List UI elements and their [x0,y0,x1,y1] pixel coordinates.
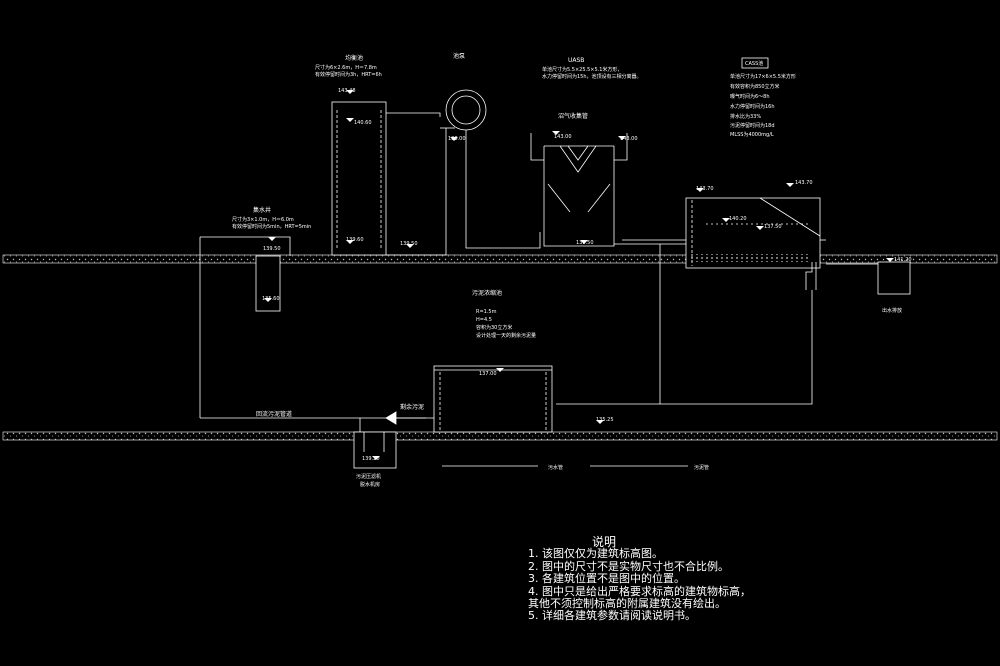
dewater-room [353,431,397,469]
elev-12: 140.20 [729,216,747,222]
label-cass: CASS池 [745,60,763,67]
equalization-tank [331,101,387,256]
elev-15: 138.00 [448,136,466,142]
elev-2: 140.60 [354,120,372,126]
label-st-r: R=1.5m [476,309,497,315]
elev-10: 143.70 [696,186,714,192]
sludge-return-arrow [385,411,397,425]
label-dewater-2: 脱水机房 [360,481,380,488]
label-cass-6: 污泥停留时间为18d [730,122,775,129]
note-1: 1. 该图仅仅为建筑标高图。 [528,547,663,561]
cass-label-box [741,57,769,69]
collection-well-top [200,236,291,256]
ground-upper [2,254,998,264]
label-outflow: 出水排放 [882,307,902,314]
label-cass-4: 水力停留时间为16h [730,103,775,110]
elev-5: 135.60 [262,296,280,302]
label-st-3: 容积为30立方米 [476,324,512,331]
elev-17: 139.20 [362,456,380,462]
label-cass-2: 有效容积为850立方米 [730,83,780,90]
elev-1: 143.48 [338,88,356,94]
ground-lower [2,431,998,441]
label-cw-hrt: 有效停留时间为5min，HRT=5min [232,223,311,230]
outflow-well [877,261,911,295]
label-gas-pipe: 沼气收集管 [558,112,588,120]
elev-8: 143.00 [620,136,638,142]
note-5: 其他不须控制标高的附属建筑没有绘出。 [528,597,726,611]
label-collection-well: 集水井 [253,206,271,214]
label-cass-7: MLSS为4000mg/L [730,131,774,138]
label-sludge-return: 回流污泥管道 [256,410,292,418]
note-3: 3. 各建筑位置不是图中的位置。 [528,572,685,586]
label-st-4: 设计处理一天的剩余污泥量 [476,332,536,339]
elev-14: 135.25 [596,417,614,423]
label-uasb-1: 单池尺寸为5.5×25.5×5.1米方形， [542,66,622,73]
elev-9: 139.50 [576,240,594,246]
note-2: 2. 图中的尺寸不是实物尺寸也不合比例。 [528,559,729,573]
legend-sewage: 污水管 [548,464,563,471]
label-cw-size: 尺寸为3×1.0m，H＝6.0m [232,216,294,223]
label-cass-5: 排水比为33% [730,113,761,120]
label-pump: 池泵 [453,52,465,60]
label-sludge-out: 剩余污泥 [400,403,424,411]
collection-well [255,255,281,312]
elev-4: 139.50 [400,241,418,247]
label-eq-size: 尺寸为6×2.6m，H＝7.8m [315,64,377,71]
elev-7: 143.00 [554,134,572,140]
elev-18: 137.50 [764,224,782,230]
label-dewater-1: 污泥压滤机 [356,473,381,480]
label-cass-1: 单池尺寸为17×6×5.5米方形 [730,73,796,80]
elev-13: 137.00 [479,371,497,377]
note-4: 4. 图中只是给出严格要求标高的建筑物标高， [528,584,751,598]
elev-16: 141.20 [894,257,912,263]
label-equalization-tank: 均衡池 [345,54,363,62]
elev-6: 139.50 [263,246,281,252]
legend-sludge: 污泥管 [694,464,709,471]
notes-title: 说明 [592,535,617,549]
elev-3: 139.60 [346,237,364,243]
sludge-thickening-tank [433,365,553,433]
label-sludge-tank: 污泥浓缩池 [472,289,502,297]
note-6: 5. 详细各建筑参数请阅读说明书。 [528,609,696,623]
uasb-reactor [543,146,615,247]
elev-11: 143.70 [795,180,813,186]
notes-block: 说明 1. 该图仅仅为建筑标高图。 2. 图中的尺寸不是实物尺寸也不合比例。 3… [528,536,828,623]
label-st-h: H=4.5 [476,317,492,323]
label-uasb-2: 水力停留时间为15h，池顶设有三相分离器。 [542,73,642,80]
label-uasb: UASB [568,57,584,64]
label-cass-3: 曝气时间为6～8h [730,93,770,100]
label-eq-hrt: 有效停留时间为3h，HRT=6h [315,71,382,78]
